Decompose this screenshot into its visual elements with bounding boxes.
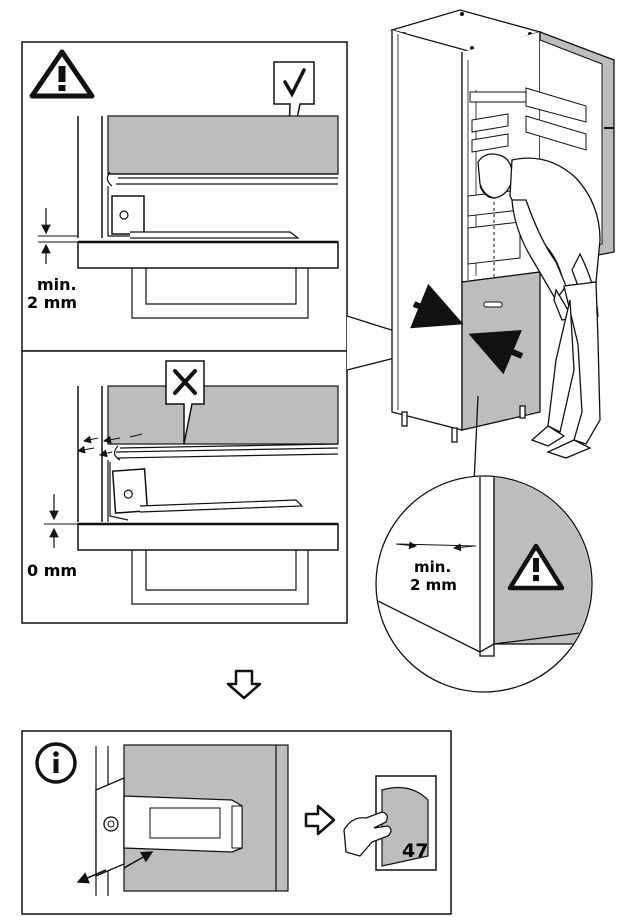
person-figure <box>477 153 601 459</box>
gap-label-zoom: min. <box>414 558 451 576</box>
warning-triangle-icon <box>507 543 565 591</box>
gap-label-zero: 0 mm <box>27 561 77 580</box>
zoom-detail-circle: min. 2 mm <box>375 395 593 693</box>
panel-incorrect-installation: 0 mm <box>21 350 348 624</box>
info-icon <box>35 742 77 784</box>
gap-label-top: min. <box>37 275 77 294</box>
gap-value-top: 2 mm <box>27 293 77 312</box>
panel-info-adjustment: 47 <box>21 730 452 915</box>
page-reference: 47 <box>402 840 428 862</box>
page-turn-icon: 47 <box>343 775 437 871</box>
gap-value-zoom: 2 mm <box>410 576 457 594</box>
cross-mark-icon <box>165 360 205 445</box>
right-arrow-icon <box>304 804 336 836</box>
warning-triangle-icon <box>29 49 95 99</box>
down-arrow-icon <box>226 669 262 700</box>
panel-correct-installation: min. 2 mm <box>21 41 348 352</box>
